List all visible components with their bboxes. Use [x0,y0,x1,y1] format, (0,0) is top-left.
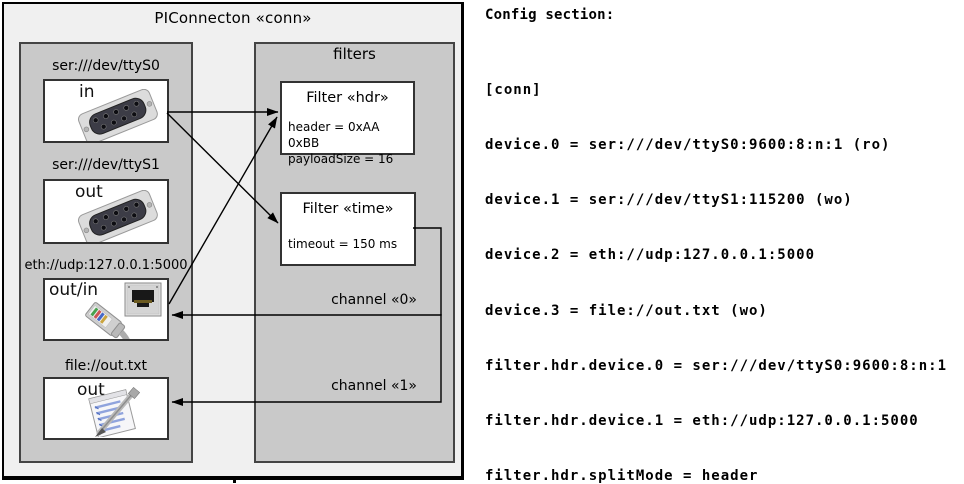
filter-prop: payloadSize = 16 [288,152,394,166]
filter-title: Filter «time» [302,201,394,217]
diagram-title: PIConnecton «conn» [154,9,312,27]
config-line: filter.hdr.splitMode = header [485,468,759,484]
device-port-label: out [75,182,103,202]
config-line: filter.hdr.device.0 = ser:///dev/ttyS0:9… [485,357,948,374]
filters-caption: filters [333,45,376,63]
serial-connector-icon [78,190,158,242]
device-box-ttys0: in [43,79,169,143]
channel-0-label: channel «0» [331,292,417,308]
config-line: [conn] [485,81,542,98]
config-line: device.3 = file://out.txt (wo) [485,302,768,319]
device-label-ttys1: ser:///dev/ttyS1 [52,157,160,173]
device-box-eth: out/in [43,278,169,341]
config-listing: [conn] device.0 = ser:///dev/ttyS0:9600:… [485,44,956,484]
device-label-file: file://out.txt [64,358,148,374]
device-box-file: out [43,377,169,440]
device-label-eth: eth://udp:127.0.0.1:5000 [24,258,188,273]
filter-prop: timeout = 150 ms [288,237,398,251]
device-label-ttys0: ser:///dev/ttyS0 [52,58,160,74]
config-line: device.2 = eth://udp:127.0.0.1:5000 [485,247,816,264]
filter-prop: header = 0xAA 0xBB [288,120,380,150]
notepad-icon [88,386,141,437]
filter-title: Filter «hdr» [306,90,389,106]
channel-1-label: channel «1» [331,378,417,394]
frame-bottom-tick [233,479,236,483]
device-port-label: in [79,82,95,102]
config-line: filter.hdr.device.1 = eth://udp:127.0.0.… [485,413,919,430]
filter-box-hdr: Filter «hdr» header = 0xAA 0xBB payloadS… [280,81,415,166]
serial-connector-icon [78,89,158,141]
device-port-label: out/in [49,280,99,300]
ethernet-connector-icon [85,282,162,339]
device-port-label: out [77,380,105,400]
filter-box-time: Filter «time» timeout = 150 ms [280,192,416,266]
config-heading: Config section: [485,7,615,23]
device-box-ttys1: out [43,179,169,244]
config-line: device.1 = ser:///dev/ttyS1:115200 (wo) [485,192,853,209]
config-line: device.0 = ser:///dev/ttyS0:9600:8:n:1 (… [485,137,891,154]
